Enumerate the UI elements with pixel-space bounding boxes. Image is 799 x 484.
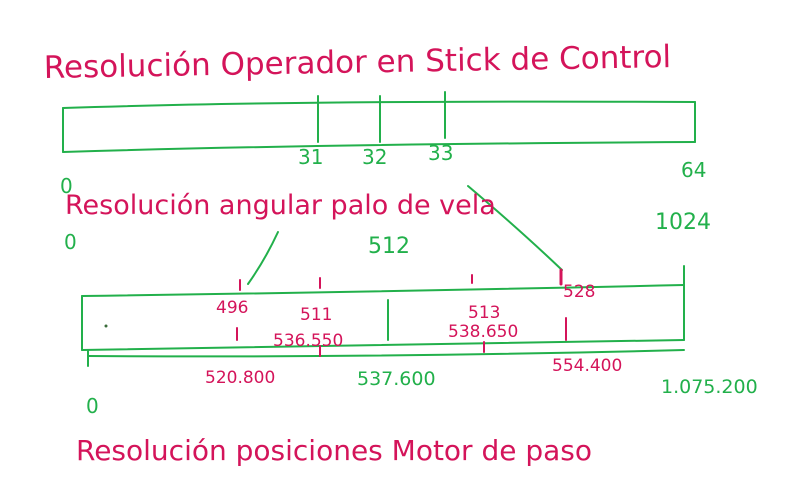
angle-ticks: [236, 268, 567, 357]
angle-bar: [81, 185, 685, 351]
angle-min-label: 0: [64, 230, 77, 254]
motor-min-label: 0: [86, 394, 99, 418]
pointer-528: [467, 185, 563, 271]
ink-dot: [104, 324, 108, 328]
stick-tick-32-label: 32: [362, 145, 387, 169]
motor-bar: [87, 349, 685, 367]
angle-max-label: 1024: [655, 210, 711, 235]
angle-high-label: 528: [563, 282, 595, 302]
motor-low-label: 520.800: [205, 368, 275, 388]
motor-title: Resolución posiciones Motor de paso: [76, 434, 592, 467]
angle-near-high-label: 513: [468, 303, 500, 323]
stick-title: Resolución Operador en Stick de Control: [44, 39, 672, 86]
angle-near-low-label: 511: [300, 305, 332, 325]
motor-high-label: 554.400: [552, 356, 622, 376]
motor-near-high-label: 538.650: [448, 322, 518, 342]
angle-title: Resolución angular palo de vela: [65, 190, 496, 221]
stick-bar: [62, 91, 696, 153]
motor-mid-label: 537.600: [357, 368, 436, 390]
stick-max-label: 64: [681, 158, 706, 182]
pointer-496: [247, 231, 279, 285]
angle-mid-label: 512: [368, 234, 410, 259]
stick-min-label: 0: [60, 174, 73, 198]
motor-max-label: 1.075.200: [661, 376, 758, 398]
motor-near-low-label: 536.550: [273, 331, 343, 351]
stick-tick-33-label: 33: [428, 141, 453, 165]
stick-tick-31-label: 31: [298, 145, 323, 169]
angle-low-label: 496: [216, 298, 248, 318]
